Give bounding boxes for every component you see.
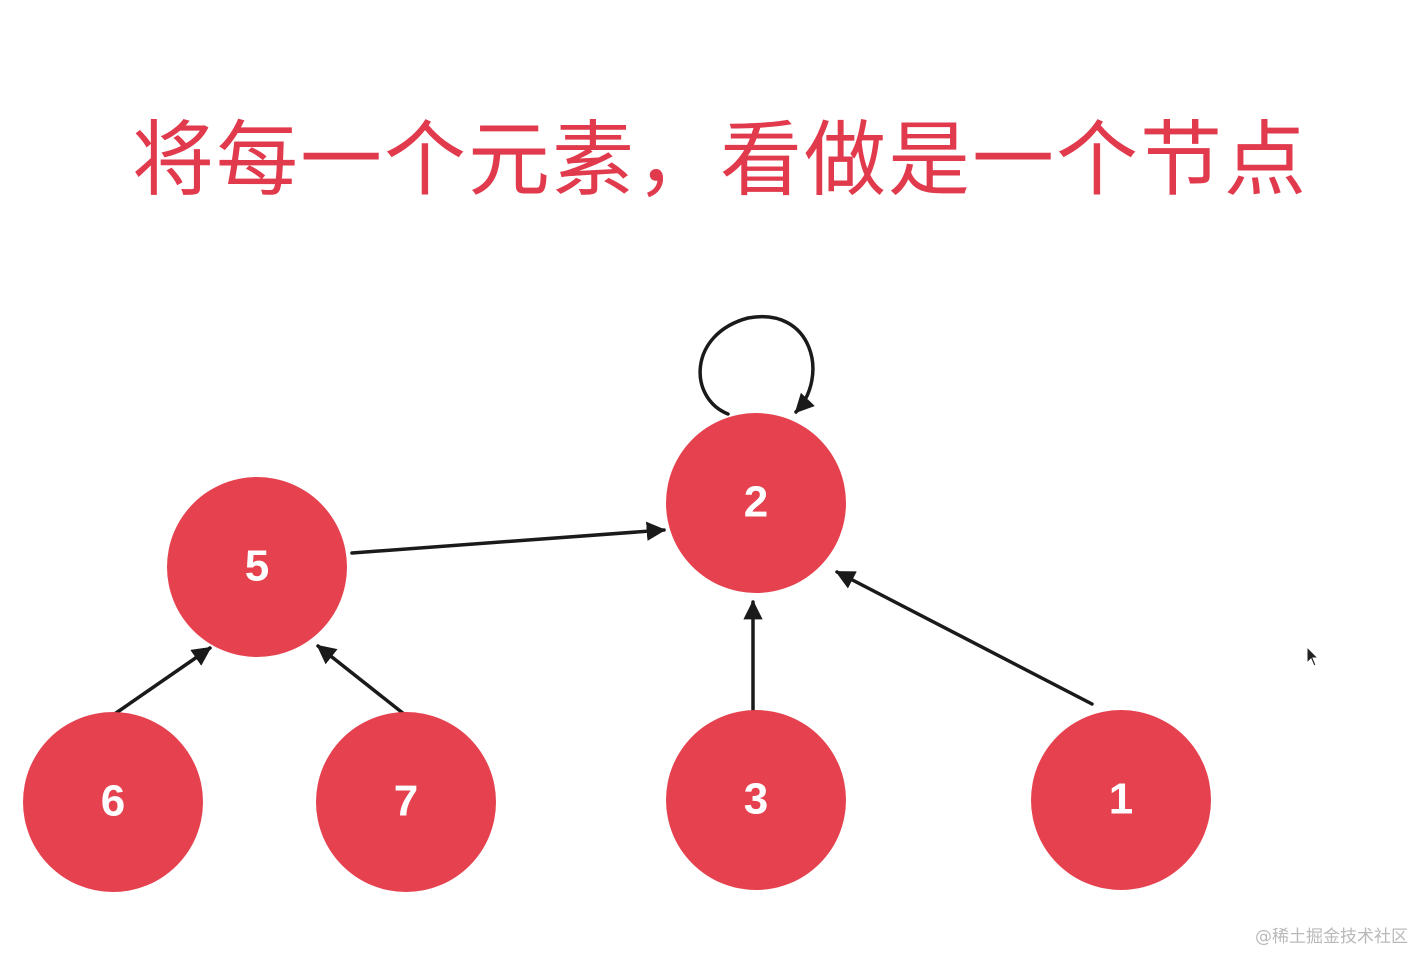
node-5: 5 bbox=[167, 477, 347, 657]
node-7: 7 bbox=[316, 712, 496, 892]
node-label-7: 7 bbox=[394, 777, 418, 826]
node-label-5: 5 bbox=[245, 542, 269, 591]
mouse-pointer-icon bbox=[1306, 646, 1320, 667]
node-1: 1 bbox=[1031, 710, 1211, 890]
edge-2-self-loop bbox=[698, 314, 815, 416]
heading-title: 将每一个元素，看做是一个节点 bbox=[132, 113, 1309, 208]
edge-6-to-5 bbox=[114, 646, 212, 715]
edge-7-to-5 bbox=[316, 644, 406, 716]
node-label-6: 6 bbox=[101, 777, 125, 826]
node-2: 2 bbox=[666, 413, 846, 593]
node-label-1: 1 bbox=[1109, 775, 1133, 824]
node-6: 6 bbox=[23, 712, 203, 892]
edge-5-to-2 bbox=[350, 521, 666, 555]
edge-1-to-2 bbox=[835, 570, 1094, 706]
edges-group bbox=[114, 314, 1094, 716]
node-label-2: 2 bbox=[744, 478, 768, 527]
node-label-3: 3 bbox=[744, 775, 768, 824]
node-3: 3 bbox=[666, 710, 846, 890]
watermark: @稀土掘金技术社区 bbox=[1255, 927, 1408, 947]
